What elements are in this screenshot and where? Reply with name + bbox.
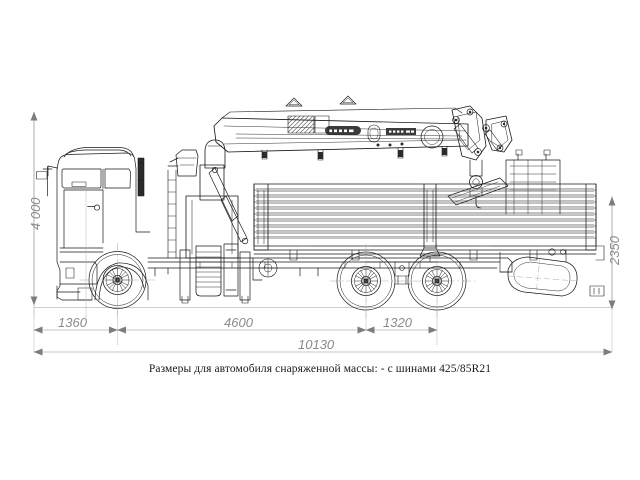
- drawing-caption: Размеры для автомобиля снаряженной массы…: [148, 363, 492, 375]
- dim-label-height-overall: 4 000: [28, 197, 43, 230]
- crane-column-assembly: [167, 139, 249, 259]
- rear-spare-wheel: [499, 248, 578, 297]
- dim-label-wheelbase: 4600: [224, 315, 253, 330]
- dim-label-length-overall: 10130: [298, 337, 335, 352]
- chassis-frame: [147, 243, 513, 304]
- truck-cab: [36, 147, 151, 301]
- dim-label-front-overhang: 1360: [58, 315, 87, 330]
- dimension-lines: [30, 111, 616, 356]
- bogie-suspension: [365, 261, 438, 285]
- flatbed-cargo-body: [253, 183, 597, 263]
- dim-label-bogie-spacing: 1320: [383, 315, 412, 330]
- rear-end-details: [589, 245, 605, 297]
- crane-main-boom: [213, 95, 469, 161]
- dim-label-height-body: 2350: [607, 236, 622, 265]
